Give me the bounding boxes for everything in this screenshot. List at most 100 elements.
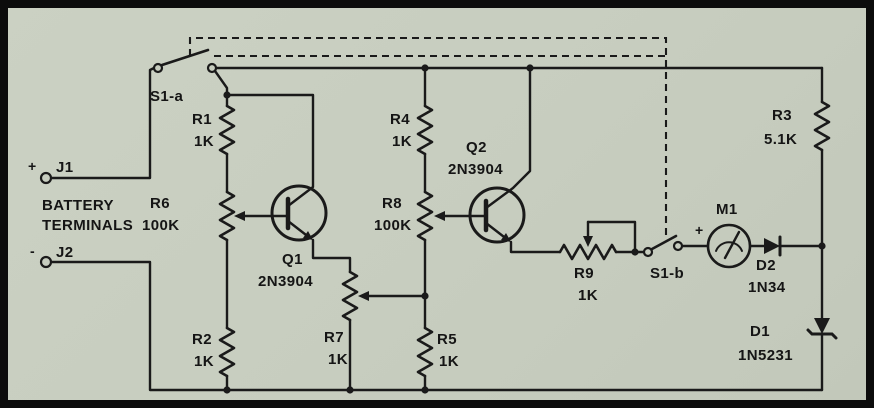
q1-ref: Q1 xyxy=(282,251,303,268)
switch-s1a: S1-a xyxy=(150,48,218,105)
r7-ref: R7 xyxy=(324,329,344,346)
q2-emitter-arrow-icon xyxy=(501,233,511,242)
q2-part: 2N3904 xyxy=(448,161,503,178)
transistor-q2: Q2 2N3904 xyxy=(448,139,526,244)
j1-polarity: + xyxy=(28,158,36,174)
r9-value: 1K xyxy=(578,287,598,304)
q1-part: 2N3904 xyxy=(258,273,313,290)
r8-value: 100K xyxy=(374,217,411,234)
potentiometer-r7: R7 1K xyxy=(324,270,427,368)
meter-m1: M1 + xyxy=(695,201,752,269)
d2-ref: D2 xyxy=(756,257,776,274)
j1-terminal-icon xyxy=(39,171,53,185)
potentiometer-r9: R9 1K xyxy=(558,220,618,304)
r5-value: 1K xyxy=(439,353,459,370)
zener-d1: D1 1N5231 xyxy=(738,318,838,364)
wires xyxy=(49,66,824,392)
junction-dot xyxy=(526,64,534,72)
r2-value: 1K xyxy=(194,353,214,370)
m1-symbol xyxy=(706,223,752,269)
terminal-j2: - J2 xyxy=(30,243,74,269)
wire-q1-emitter-to-r7 xyxy=(311,238,352,274)
m1-polarity: + xyxy=(695,222,703,238)
junction-dot xyxy=(421,64,429,72)
r7-wiper-arrow-icon xyxy=(358,291,369,301)
junction-dot xyxy=(346,386,354,394)
q1-symbol xyxy=(270,184,328,242)
wire-q2-emitter-to-r9 xyxy=(509,240,562,254)
wire-j2-bottom-rail xyxy=(49,260,824,392)
s1a-contact-icon xyxy=(206,62,218,74)
r2-symbol xyxy=(218,326,236,378)
battery-caption-line1: BATTERY xyxy=(42,197,114,214)
s1a-arm xyxy=(160,48,210,67)
s1a-contact-icon xyxy=(152,62,164,74)
wire-s1a-to-r1 xyxy=(213,69,229,108)
r9-ref: R9 xyxy=(574,265,594,282)
m1-label: M1 xyxy=(716,201,738,218)
battery-caption-line2: TERMINALS xyxy=(42,217,133,234)
j2-polarity: - xyxy=(30,243,35,259)
resistor-r3: R3 5.1K xyxy=(764,100,831,152)
junction-dot xyxy=(631,248,639,256)
junction-dot xyxy=(223,386,231,394)
r1-symbol xyxy=(218,104,236,156)
switch-linkage-dashed-line xyxy=(188,36,668,238)
r9-wiper-arrow-icon xyxy=(583,236,593,247)
s1a-label: S1-a xyxy=(150,88,184,105)
potentiometer-r6: R6 100K xyxy=(142,190,290,242)
r6-symbol xyxy=(218,190,236,242)
d1-zener-bar xyxy=(806,328,838,340)
transistor-q1: Q1 2N3904 xyxy=(258,184,328,290)
r1-ref: R1 xyxy=(192,111,212,128)
r2-ref: R2 xyxy=(192,331,212,348)
s1b-contact-icon xyxy=(672,240,684,252)
resistor-r2: R2 1K xyxy=(192,326,236,378)
m1-scale-arc xyxy=(715,241,743,252)
r3-value: 5.1K xyxy=(764,131,797,148)
q2-ref: Q2 xyxy=(466,139,487,156)
s1b-label: S1-b xyxy=(650,265,684,282)
resistor-r5: R5 1K xyxy=(416,326,459,378)
d1-symbol xyxy=(814,318,830,334)
r5-symbol xyxy=(416,326,434,378)
r4-symbol xyxy=(416,104,434,156)
linkage-path-outer xyxy=(188,36,668,238)
r7-symbol xyxy=(341,270,359,322)
r4-value: 1K xyxy=(392,133,412,150)
j2-label: J2 xyxy=(56,244,74,261)
r9-symbol xyxy=(558,243,618,261)
r6-value: 100K xyxy=(142,217,179,234)
j2-terminal-icon xyxy=(39,255,53,269)
r8-ref: R8 xyxy=(382,195,402,212)
resistor-r4: R4 1K xyxy=(390,104,434,156)
wire-q2-collector xyxy=(484,66,532,210)
r7-value: 1K xyxy=(328,351,348,368)
d2-symbol xyxy=(764,238,780,254)
s1b-arm xyxy=(650,234,678,251)
wire-j1-to-s1a xyxy=(49,66,156,180)
r8-wiper-arrow-icon xyxy=(434,211,445,221)
wire-r9-wiper-loop xyxy=(586,220,637,254)
r4-ref: R4 xyxy=(390,111,410,128)
r6-ref: R6 xyxy=(150,195,170,212)
terminal-j1: + J1 xyxy=(28,158,74,185)
m1-needle xyxy=(723,230,741,260)
junction-dot xyxy=(818,242,826,250)
j1-label: J1 xyxy=(56,159,74,176)
switch-s1b: S1-b xyxy=(642,234,684,282)
r3-symbol xyxy=(813,100,831,152)
r8-symbol xyxy=(416,190,434,242)
r5-ref: R5 xyxy=(437,331,457,348)
q1-emitter-arrow-icon xyxy=(303,231,313,240)
d1-part: 1N5231 xyxy=(738,347,793,364)
d1-ref: D1 xyxy=(750,323,770,340)
diode-d2: D2 1N34 xyxy=(748,235,786,296)
battery-caption: BATTERY TERMINALS xyxy=(42,197,133,234)
r1-value: 1K xyxy=(194,133,214,150)
d2-part: 1N34 xyxy=(748,279,786,296)
junction-dots xyxy=(223,64,826,394)
